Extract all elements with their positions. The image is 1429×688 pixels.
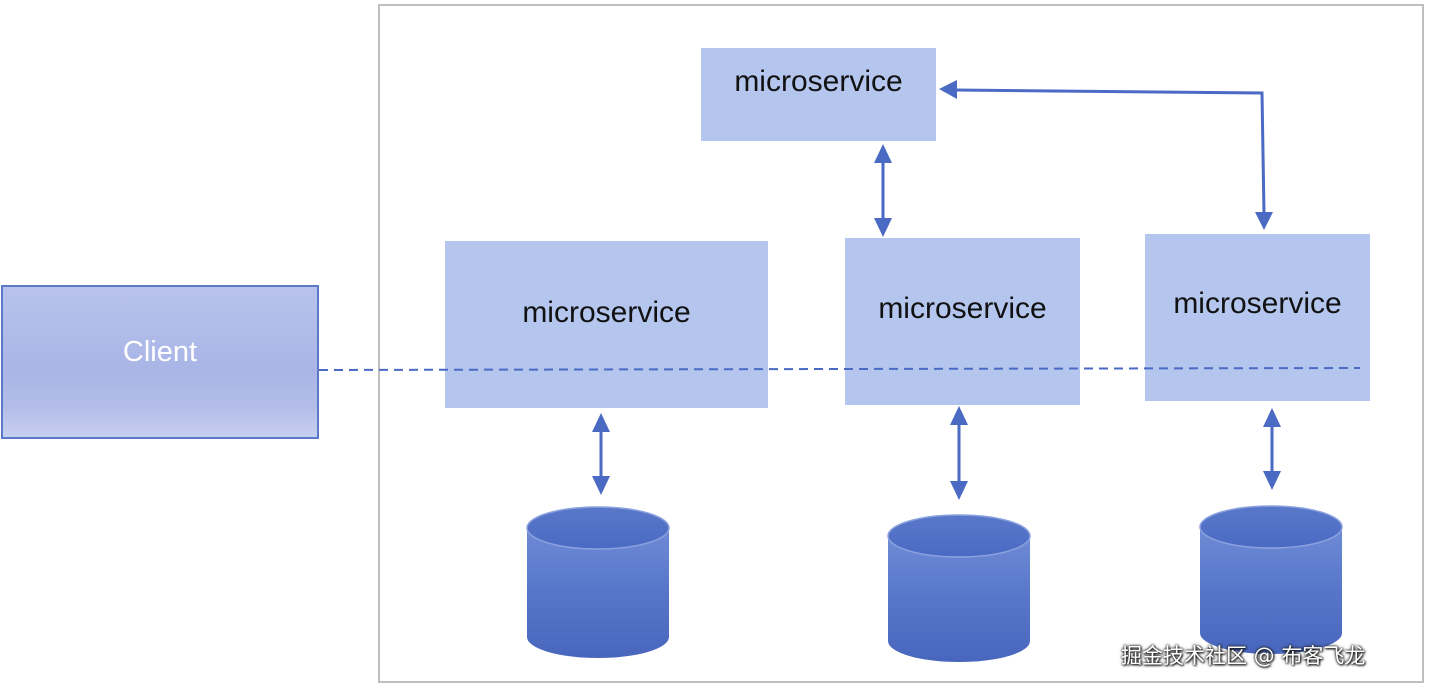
microservice-left-label: microservice	[522, 296, 691, 329]
microservice-left: microservice	[445, 241, 768, 408]
microservice-right-label: microservice	[1173, 287, 1342, 320]
client-box: Client	[1, 285, 319, 439]
microservice-top-label: microservice	[734, 65, 903, 98]
system-boundary	[378, 4, 1424, 683]
microservice-right: microservice	[1145, 234, 1370, 401]
microservice-top: microservice	[701, 48, 936, 141]
watermark-text: 掘金技术社区 @ 布客飞龙	[1121, 644, 1366, 668]
microservice-middle-label: microservice	[878, 292, 1047, 325]
microservice-middle: microservice	[845, 238, 1080, 405]
client-label: Client	[122, 335, 198, 368]
